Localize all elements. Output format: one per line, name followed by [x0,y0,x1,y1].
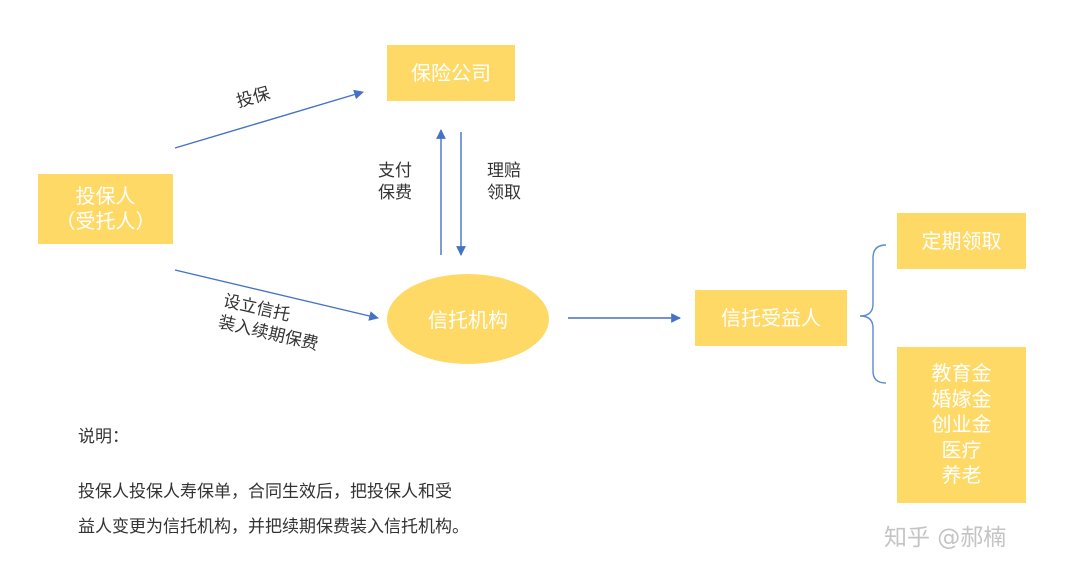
explanation-title: 说明： [78,427,129,447]
watermark: 知乎 @郝楠 [884,525,1007,551]
trust-beneficiary-label: 信托受益人 [721,305,821,330]
use-medical: 医疗 [941,437,982,462]
arrow-policyholder-to-trust [174,269,379,321]
periodic-claim-box: 定期领取 [897,213,1026,269]
policyholder-label: 投保人 [75,184,136,208]
use-pension: 养老 [941,463,982,488]
trustee-label: （受托人） [55,209,156,233]
claim-line1: 理赔 [487,161,521,181]
use-education: 教育金 [931,361,992,386]
arrow-policyholder-to-insurer [174,89,364,149]
insurance-company-box: 保险公司 [387,45,515,101]
pay-premium-edge-label: 支付 保费 [378,160,412,204]
bracket-connector [859,244,887,384]
pay-premium-line1: 支付 [378,161,412,181]
use-marriage: 婚嫁金 [931,386,992,411]
trust-institution-label: 信托机构 [428,308,508,332]
uses-box: 教育金 婚嫁金 创业金 医疗 养老 [897,347,1026,503]
trust-beneficiary-box: 信托受益人 [695,290,847,346]
trust-institution-ellipse [387,274,549,364]
periodic-claim-label: 定期领取 [921,228,1002,253]
claim-line2: 领取 [487,183,521,204]
pay-premium-line2: 保费 [378,183,412,204]
explanation-line-2: 益人变更为信托机构，并把续期保费装入信托机构。 [78,517,469,537]
insurance-company-label: 保险公司 [411,60,491,85]
explanation-line-1: 投保人投保人寿保单，合同生效后，把投保人和受 [78,482,452,502]
claim-edge-label: 理赔 领取 [487,160,521,204]
use-startup: 创业金 [931,412,992,437]
policyholder-box: 投保人 （受托人） [38,174,173,244]
